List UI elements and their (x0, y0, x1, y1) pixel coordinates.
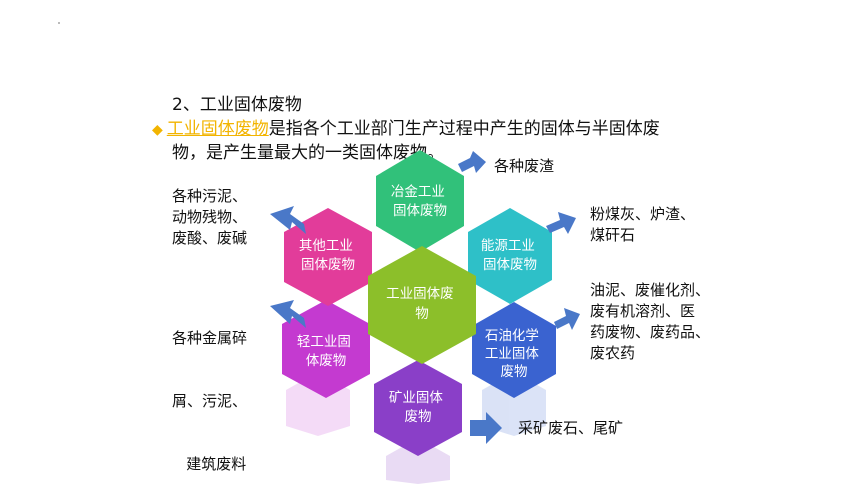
arrow-other-icon (270, 206, 306, 234)
label-petrochem: 油泥、废催化剂、 废有机溶剂、医 药废物、废药品、 废农药 (590, 281, 711, 362)
arrow-petrochem-icon (554, 308, 580, 330)
arrows (270, 151, 580, 444)
hex-light-text: 轻工业固 体废物 (297, 334, 355, 369)
label-metallurgy: 各种废渣 (494, 157, 555, 175)
definition-paragraph: ◆工业固体废物是指各个工业部门生产过程中产生的固体与半固体废 物，是产生量最大的… (152, 118, 712, 165)
section-heading: 2、工业固体废物 (172, 95, 302, 115)
arrow-metallurgy-icon (458, 151, 486, 173)
arrow-energy-icon (546, 212, 576, 234)
hex-center-text: 工业固体废 物 (386, 286, 458, 322)
hex-other[interactable] (284, 208, 372, 306)
definition-text-line2: 物，是产生量最大的一类固体废物。 (172, 143, 444, 163)
hex-petrochem-text: 石油化学 工业固体 废物 (485, 328, 543, 380)
label-other: 各种污泥、 动物残物、 废酸、废碱 (172, 187, 248, 247)
arrow-light-icon (270, 300, 306, 328)
arrow-mining-icon (470, 412, 502, 444)
hex-other-text: 其他工业 固体废物 (299, 238, 357, 273)
hexagon-diagram: 冶金工业 固体废物 能源工业 固体废物 石油化学 工业固体 废物 矿业固体 废物… (270, 150, 580, 484)
hex-metallurgy[interactable] (376, 150, 464, 252)
hex-center[interactable] (368, 246, 476, 364)
hex-mining-text: 矿业固体 废物 (389, 390, 447, 425)
decorative-dot (58, 22, 60, 24)
label-mining: 采矿废石、尾矿 (518, 419, 624, 437)
label-light: 各种金属碎 屑、污泥、 建筑废料 (172, 329, 248, 473)
hex-mining[interactable] (374, 360, 462, 456)
diamond-bullet-icon: ◆ (152, 122, 163, 138)
label-energy: 粉煤灰、炉渣、 煤矸石 (590, 205, 696, 244)
hex-petrochem[interactable] (472, 302, 556, 398)
definition-term[interactable]: 工业固体废物 (166, 119, 269, 139)
hex-energy-text: 能源工业 固体废物 (481, 238, 539, 273)
definition-text-line1: 是指各个工业部门生产过程中产生的固体与半固体废 (268, 119, 660, 139)
hex-metallurgy-text: 冶金工业 固体废物 (391, 184, 449, 219)
hex-energy[interactable] (468, 208, 552, 304)
